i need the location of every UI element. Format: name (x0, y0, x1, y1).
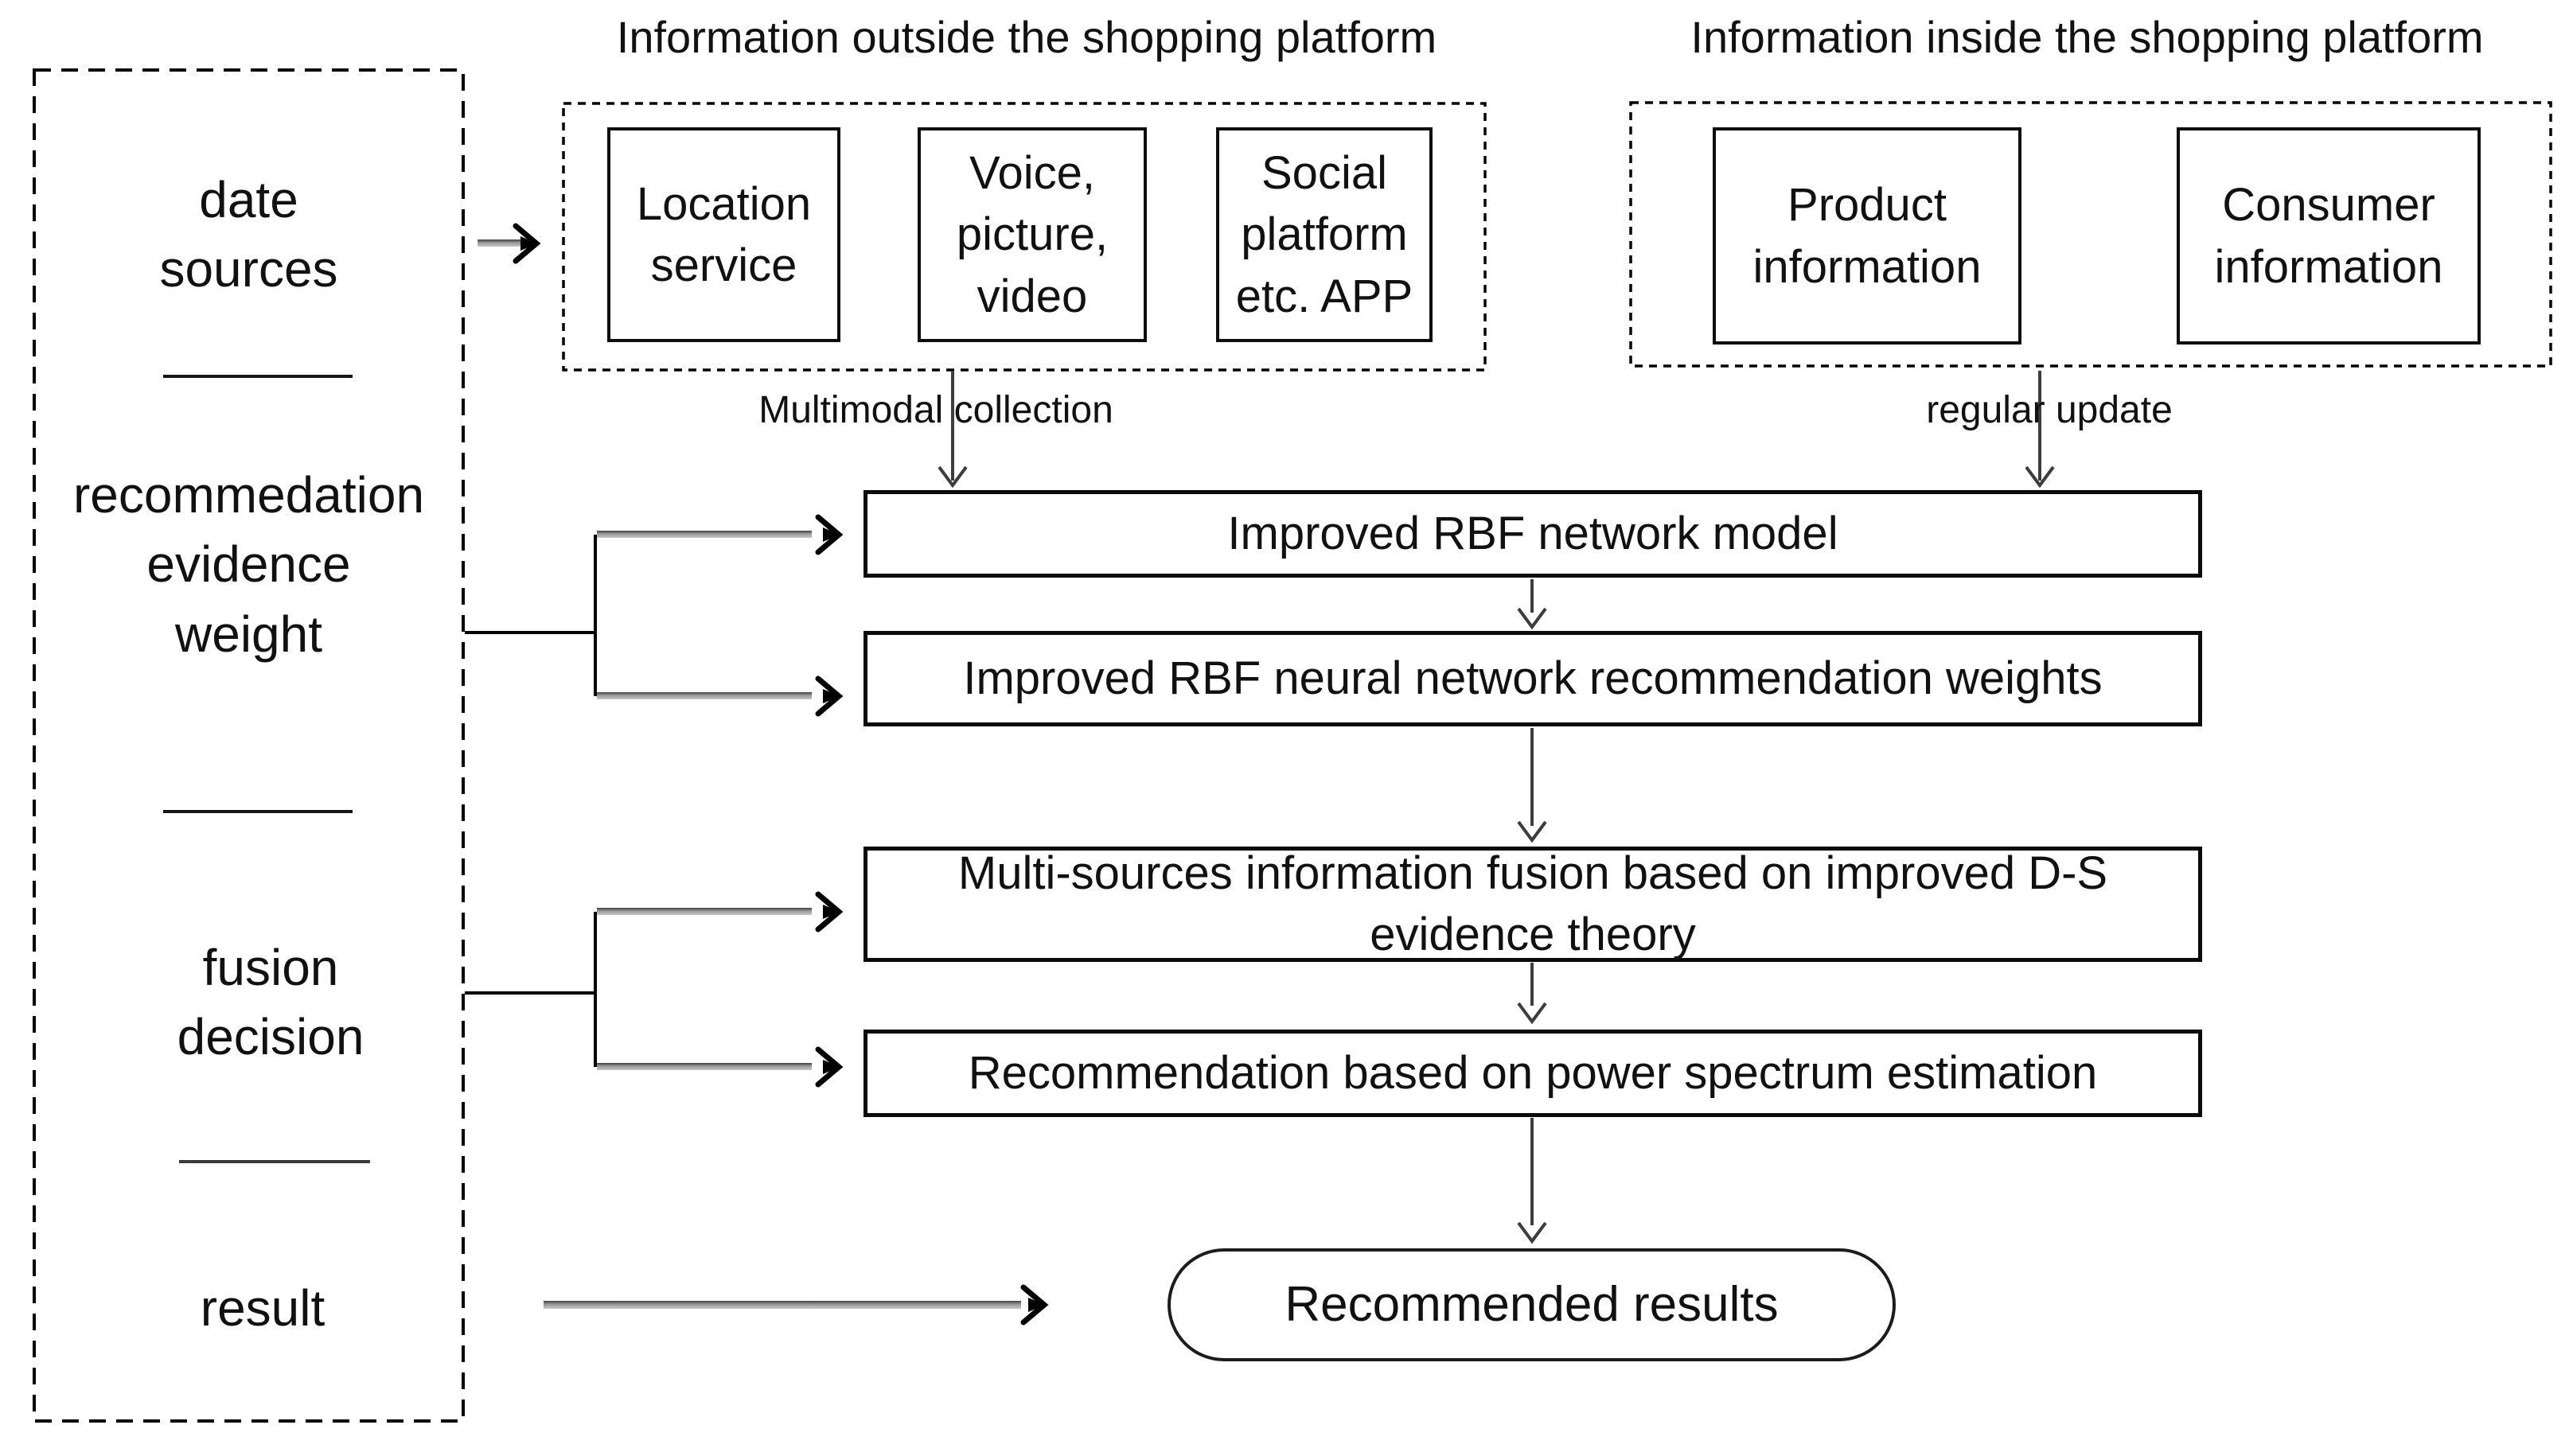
bracket-evidence-weight (465, 535, 597, 696)
arrow-spectrum-to-result (1517, 1118, 1547, 1244)
arrow-weights-to-fusion (1517, 728, 1547, 843)
arrow-datasources-to-outside (478, 223, 541, 264)
regular-update-label: regular update (1926, 389, 2173, 432)
arrow-model-to-weights (1517, 579, 1547, 630)
process-box-spectrum: Recommendation based on power spectrum e… (864, 1030, 2202, 1117)
inside-platform-title: Information inside the shopping platform (1690, 12, 2484, 62)
arrow-bracket2-bottom (597, 1046, 844, 1088)
process-box-rbf-model: Improved RBF network model (864, 490, 2202, 578)
left-label-result: result (200, 1279, 326, 1337)
left-label-fusion-decision: fusion decision (177, 938, 365, 1065)
inside-platform-dashed-border (1629, 101, 2552, 368)
arrow-outside-to-rbf-model (938, 371, 968, 489)
box-voice-picture-video: Voice, picture, video (918, 127, 1147, 342)
box-product-information: Product information (1713, 127, 2021, 345)
left-separator-2 (163, 810, 353, 813)
arrow-bracket2-top (597, 891, 844, 932)
arrow-inside-to-rbf-model (2025, 371, 2055, 489)
arrow-bracket1-top (597, 514, 844, 555)
arrow-result (544, 1284, 1049, 1326)
process-box-rbf-weights: Improved RBF neural network recommendati… (864, 631, 2202, 726)
bracket-fusion-decision (465, 912, 597, 1067)
left-panel-dashed-border (33, 68, 465, 1423)
result-ellipse: Recommended results (1168, 1248, 1896, 1361)
arrow-bracket1-bottom (597, 675, 844, 717)
box-location-service: Location service (607, 127, 840, 342)
box-social-platform-app: Social platform etc. APP (1216, 127, 1433, 342)
left-label-evidence-weight: recommedation evidence weight (72, 466, 425, 663)
box-consumer-information: Consumer information (2177, 127, 2481, 345)
left-separator-3 (179, 1160, 370, 1163)
multimodal-collection-label: Multimodal collection (758, 389, 1113, 432)
process-box-ds-fusion: Multi-sources information fusion based o… (864, 847, 2202, 962)
left-label-date-sources: date sources (159, 170, 338, 298)
outside-platform-dashed-border (562, 102, 1487, 372)
arrow-fusion-to-spectrum (1517, 963, 1547, 1025)
left-separator-1 (163, 375, 353, 378)
outside-platform-title: Information outside the shopping platfor… (616, 12, 1437, 62)
